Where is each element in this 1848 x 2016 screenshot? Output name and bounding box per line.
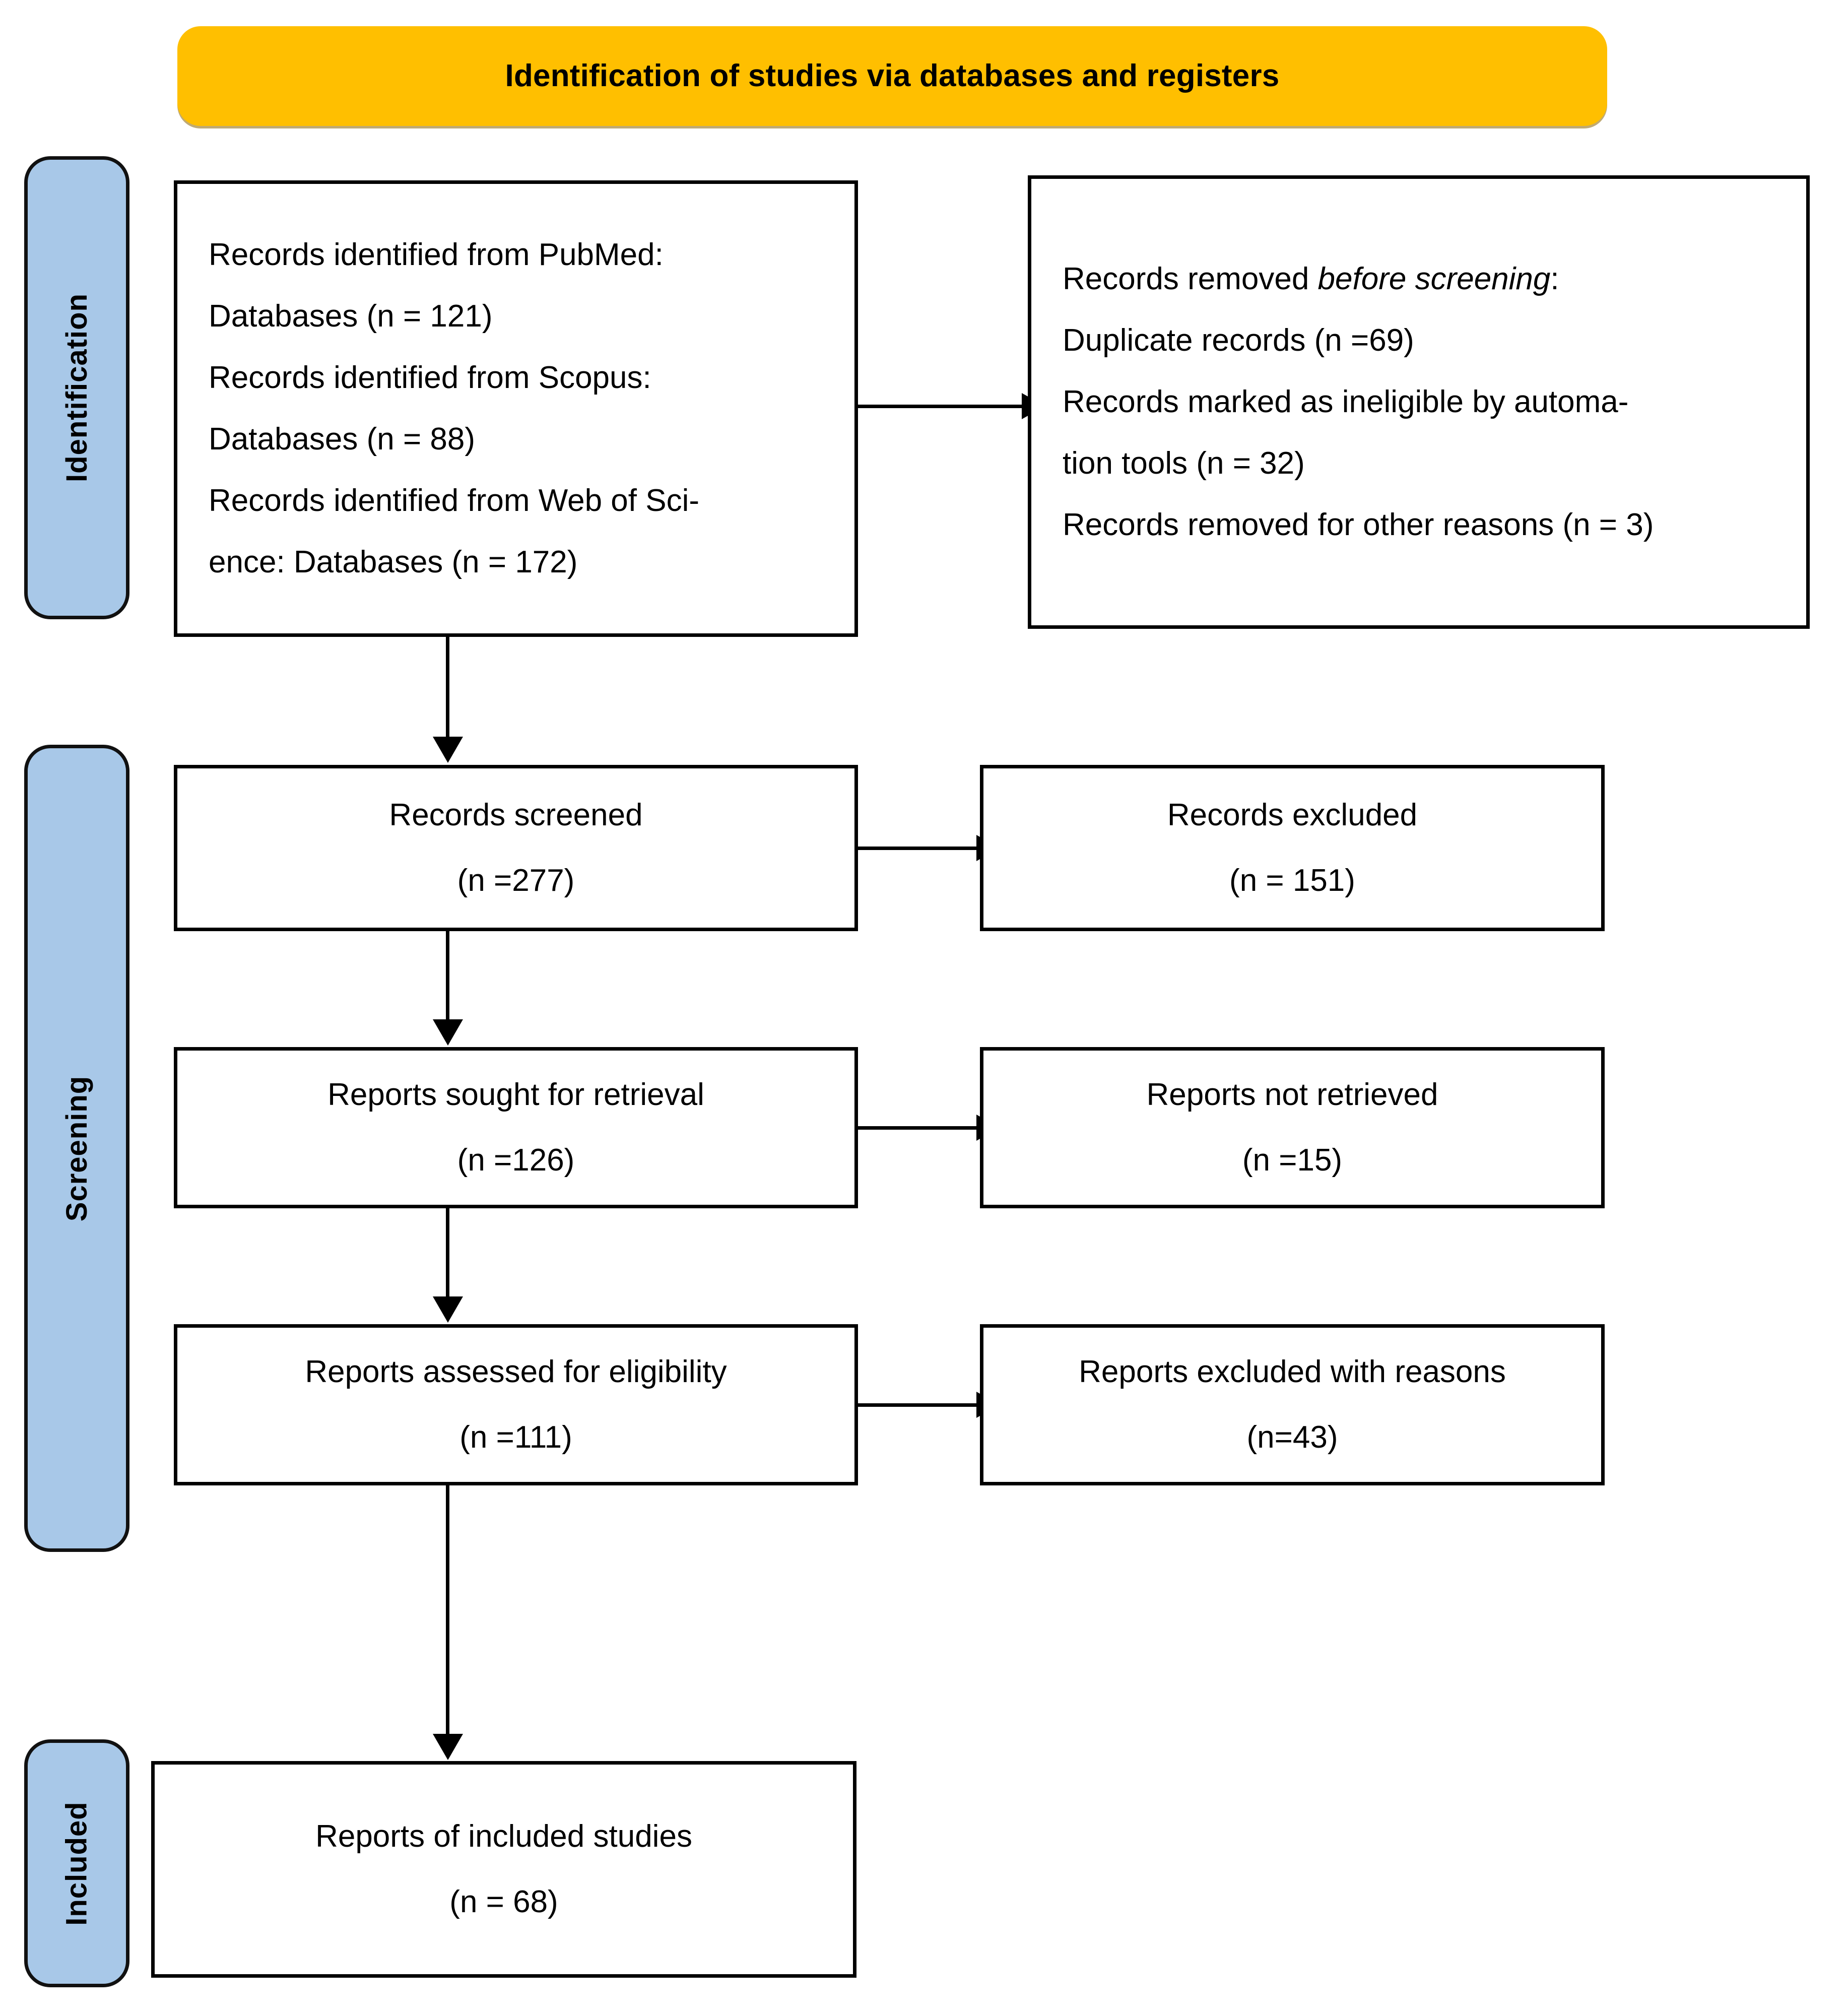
box-records-identified: Records identified from PubMed: Database… xyxy=(174,180,858,637)
arrow-head-down-icon xyxy=(433,1296,463,1323)
stage-tab-identification-label: Identification xyxy=(60,293,94,482)
connector-line xyxy=(446,931,449,1023)
records-identified-line-1: Records identified from PubMed: xyxy=(209,237,664,272)
records-identified-line-2: Databases (n = 121) xyxy=(209,299,493,334)
connector-identified-to-removed xyxy=(858,392,1049,420)
phase-banner-title: Identification of studies via databases … xyxy=(505,58,1280,93)
stage-tab-included[interactable]: Included xyxy=(24,1739,129,1987)
records-removed-line-1: Records removed before screening: xyxy=(1031,264,1559,295)
connector-line xyxy=(858,405,1024,408)
records-removed-line-3: Records marked as ineligible by automa- xyxy=(1063,384,1629,419)
reports-assessed-label: Reports assessed for eligibility xyxy=(305,1354,727,1389)
box-reports-included: Reports of included studies (n = 68) xyxy=(151,1761,856,1978)
reports-not-retrieved-label: Reports not retrieved xyxy=(1146,1077,1438,1112)
records-removed-suffix: : xyxy=(1550,262,1559,296)
reports-excluded-reasons-count: (n=43) xyxy=(1246,1420,1338,1455)
reports-sought-count: (n =126) xyxy=(457,1143,575,1178)
box-reports-assessed: Reports assessed for eligibility (n =111… xyxy=(174,1324,858,1485)
connector-line xyxy=(446,1485,449,1737)
records-identified-line-5: Records identified from Web of Sci- xyxy=(209,483,700,518)
connector-sought-to-assessed xyxy=(432,1208,464,1325)
connector-line xyxy=(446,1208,449,1300)
records-removed-emphasis: before screening xyxy=(1317,262,1551,296)
records-identified-line-3: Records identified from Scopus: xyxy=(209,360,651,395)
stage-tab-identification[interactable]: Identification xyxy=(24,156,129,619)
records-removed-line-4: tion tools (n = 32) xyxy=(1063,446,1305,481)
box-records-removed: Records removed before screening: Duplic… xyxy=(1028,175,1810,629)
box-reports-sought: Reports sought for retrieval (n =126) xyxy=(174,1047,858,1208)
records-identified-line-6: ence: Databases (n = 172) xyxy=(209,545,578,579)
box-records-screened: Records screened (n =277) xyxy=(174,765,858,931)
reports-sought-label: Reports sought for retrieval xyxy=(327,1077,704,1112)
connector-line xyxy=(446,637,449,740)
records-screened-label: Records screened xyxy=(389,798,643,832)
arrow-head-down-icon xyxy=(433,737,463,763)
records-identified-line-4: Databases (n = 88) xyxy=(209,422,476,457)
reports-not-retrieved-count: (n =15) xyxy=(1242,1143,1343,1178)
records-removed-line-2: Duplicate records (n =69) xyxy=(1063,323,1414,358)
stage-tab-included-label: Included xyxy=(60,1801,93,1926)
box-reports-excluded-with-reasons: Reports excluded with reasons (n=43) xyxy=(980,1324,1605,1485)
reports-included-count: (n = 68) xyxy=(449,1884,558,1919)
arrow-head-down-icon xyxy=(433,1734,463,1760)
records-excluded-label: Records excluded xyxy=(1167,798,1418,832)
records-screened-count: (n =277) xyxy=(457,863,575,898)
records-removed-prefix: Records removed xyxy=(1063,262,1318,296)
reports-included-label: Reports of included studies xyxy=(315,1819,692,1854)
box-reports-not-retrieved: Reports not retrieved (n =15) xyxy=(980,1047,1605,1208)
box-records-excluded: Records excluded (n = 151) xyxy=(980,765,1605,931)
stage-tab-screening[interactable]: Screening xyxy=(24,745,129,1552)
stage-tab-screening-label: Screening xyxy=(60,1075,93,1221)
records-removed-line-5: Records removed for other reasons (n = 3… xyxy=(1063,507,1654,542)
connector-assessed-to-included xyxy=(432,1485,464,1763)
phase-banner-identification: Identification of studies via databases … xyxy=(177,26,1607,126)
connector-line xyxy=(858,1126,979,1130)
connector-line xyxy=(858,1403,979,1407)
records-excluded-count: (n = 151) xyxy=(1229,863,1355,898)
reports-excluded-reasons-label: Reports excluded with reasons xyxy=(1079,1354,1506,1389)
connector-identified-to-screened xyxy=(432,637,464,765)
connector-screened-to-sought xyxy=(432,931,464,1048)
reports-assessed-count: (n =111) xyxy=(459,1420,572,1455)
connector-line xyxy=(858,847,979,850)
arrow-head-down-icon xyxy=(433,1019,463,1046)
